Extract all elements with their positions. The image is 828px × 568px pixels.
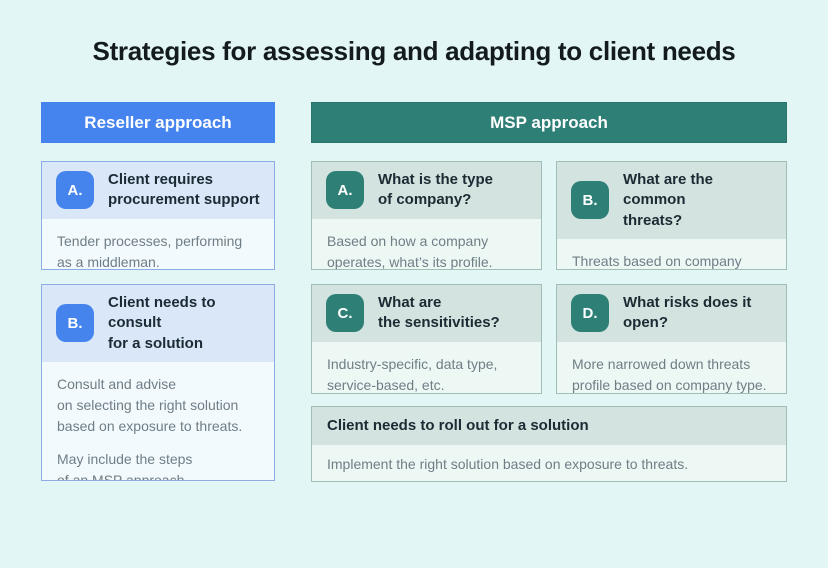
msp-card-d: D. What risks does it open? More narrowe… <box>556 284 787 394</box>
step-badge-d: D. <box>571 294 609 333</box>
card-title: What risks does it open? <box>623 294 752 332</box>
page-title: Strategies for assessing and adapting to… <box>92 36 736 66</box>
card-text: Implement the right solution based on ex… <box>327 456 689 472</box>
step-badge-b: B. <box>571 181 609 220</box>
step-badge-a: A. <box>56 171 94 210</box>
step-badge-c: C. <box>326 294 364 333</box>
card-text: Industry-specific, data type, service-ba… <box>327 355 498 393</box>
content-columns: Reseller approach A. Client requires pro… <box>41 102 787 482</box>
card-title: What is the type of company? <box>378 171 494 209</box>
msp-card-a: A. What is the type of company? Based on… <box>311 161 542 270</box>
reseller-column: Reseller approach A. Client requires pro… <box>41 102 275 482</box>
msp-card-b: B. What are the common threats? Threats … <box>556 161 787 270</box>
card-title: What are the sensitivities? <box>378 294 500 332</box>
msp-card-grid: A. What is the type of company? Based on… <box>311 161 787 394</box>
msp-header: MSP approach <box>311 102 787 143</box>
msp-column: MSP approach A. What is the type of comp… <box>311 102 787 482</box>
card-title: What are the common threats? <box>623 171 714 229</box>
reseller-card-a: A. Client requires procurement support T… <box>41 161 275 270</box>
msp-card-c: C. What are the sensitivities? Industry-… <box>311 284 542 394</box>
card-text: May include the steps of an MSP approach… <box>57 450 193 481</box>
step-badge-a: A. <box>326 171 364 210</box>
card-title: Client needs to roll out for a solution <box>327 416 589 434</box>
card-title: Client requires procurement support <box>108 171 260 209</box>
step-badge-b: B. <box>56 304 94 343</box>
card-text: Consult and advise on selecting the righ… <box>57 375 243 434</box>
card-title: Client needs to consult for a solution <box>108 294 216 352</box>
msp-rollout-card: Client needs to roll out for a solution … <box>311 406 787 482</box>
card-text: Tender processes, performing as a middle… <box>57 232 243 270</box>
reseller-card-b: B. Client needs to consult for a solutio… <box>41 284 275 481</box>
card-text: Based on how a company operates, what’s … <box>327 232 493 270</box>
card-text: Threats based on company setup and profi… <box>572 252 742 269</box>
reseller-header: Reseller approach <box>41 102 275 143</box>
card-text: More narrowed down threats profile based… <box>572 355 767 393</box>
